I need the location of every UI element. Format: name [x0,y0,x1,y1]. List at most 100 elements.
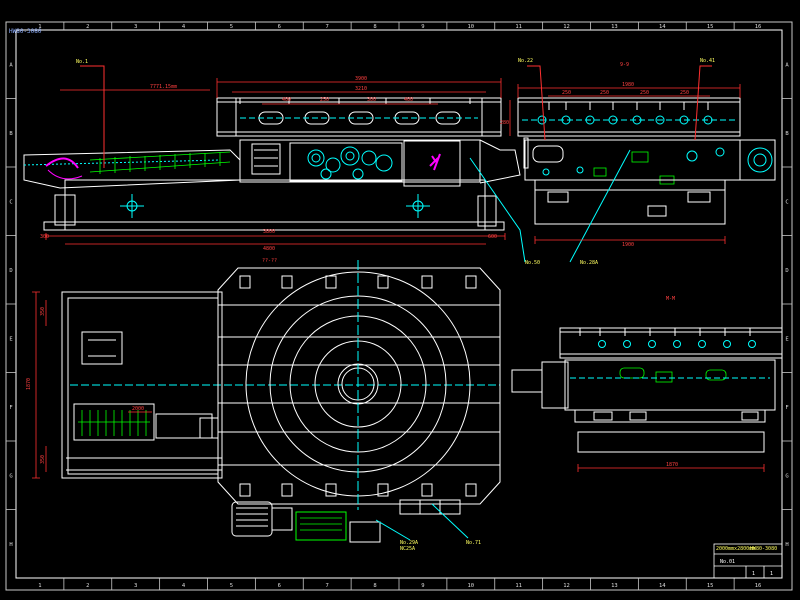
frame-column-bottom-10: 10 [468,583,475,589]
section-view [511,327,783,453]
title-model: HW80-3080 [750,546,777,552]
frame-column-bottom-3: 3 [134,583,137,589]
title-number: No.01 [720,559,735,565]
front-note-left: 7771.15mm [150,84,177,90]
top-label-motor-sub: NC25A [400,546,415,552]
front-dim-bottom-total: 4800 [263,246,275,252]
side-dim-row-4: 250 [680,90,689,96]
frame-row-right-D: D [785,268,788,274]
front-view-label: No.1 [76,59,88,65]
frame-column-top-2: 2 [86,24,89,30]
frame-row-right-B: B [785,131,789,137]
frame-row-ticks: A A B B C C D D E E F F G G H H [6,62,792,548]
frame-row-left-H: H [9,542,12,548]
frame-column-bottom-6: 6 [278,583,281,589]
top-dim-left: 1870 [26,378,32,390]
frame-column-top-3: 3 [134,24,137,30]
title-sheet: 1 [752,571,755,577]
frame-column-top-15: 15 [707,24,714,30]
frame-row-right-F: F [785,405,788,411]
frame-row-left-B: B [9,131,13,137]
side-view [517,65,776,263]
frame-column-top-16: 16 [755,24,762,30]
drawing-code-label: HW80-3080 [9,28,42,35]
frame-row-left-F: F [9,405,12,411]
side-dim-row-2: 250 [600,90,609,96]
frame-column-top-10: 10 [468,24,475,30]
section-view-title: M-M [666,296,675,302]
frame-row-left-C: C [9,199,12,205]
side-view-text: 9-9 No.22 No.41 No.50 No.28A 1980 250 25… [500,58,715,266]
front-dim-bottom-main: 3800 [263,229,275,235]
frame-column-bottom-12: 12 [563,583,570,589]
frame-column-bottom-5: 5 [230,583,233,589]
frame-column-bottom-8: 8 [373,583,376,589]
frame-row-right-E: E [785,336,788,342]
top-label-right: No.71 [466,540,481,546]
frame-column-bottom-11: 11 [515,583,522,589]
frame-row-left-A: A [9,62,13,68]
section-view-dimensions [577,464,765,472]
front-dim-row-4: 400 [404,97,413,103]
front-dim-sub: 3210 [355,86,367,92]
frame-column-top-12: 12 [563,24,570,30]
frame-column-bottom-9: 9 [421,583,424,589]
frame-row-right-A: A [785,62,789,68]
side-view-dimensions [509,84,741,244]
frame-column-top-13: 13 [611,24,618,30]
frame-row-left-D: D [9,268,12,274]
top-view-text: ??-?? 1870 350 350 2000 No.29A NC25A No.… [26,258,481,552]
frame-column-top-5: 5 [230,24,233,30]
side-dim-bottom: 1900 [622,242,634,248]
front-dim-right: 600 [488,234,497,240]
frame-column-top-9: 9 [421,24,424,30]
frame-column-bottom-13: 13 [611,583,618,589]
frame-column-top-7: 7 [326,24,329,30]
frame-column-top-11: 11 [515,24,522,30]
frame-row-right-H: H [785,542,788,548]
frame-column-top-1: 1 [38,24,41,30]
side-dim-height: 280 [500,120,509,126]
top-view-title: ??-?? [262,258,277,264]
top-label-motor: No.29A [400,540,418,546]
frame-row-left-E: E [9,336,12,342]
frame-column-bottom-1: 1 [38,583,41,589]
top-dim-a: 350 [40,307,46,316]
section-dim-bottom: 1870 [666,462,678,468]
side-dim-top: 1980 [622,82,634,88]
frame-column-bottom-16: 16 [755,583,762,589]
frame-column-bottom-14: 14 [659,583,666,589]
side-dim-row-1: 250 [562,90,571,96]
front-view-dimensions [45,78,506,245]
title-spec: 2000mmx2800mm [716,546,755,552]
frame-row-left-G: G [9,473,12,479]
front-view-dim-text: No.1 3900 3210 400 250 300 400 3800 4800… [40,59,497,252]
frame-column-bottom-7: 7 [326,583,329,589]
frame-row-right-G: G [785,473,788,479]
frame-column-top-14: 14 [659,24,666,30]
frame-column-bottom-4: 4 [182,583,186,589]
side-label-c: No.50 [525,260,540,266]
frame-column-bottom-2: 2 [86,583,89,589]
front-dim-top: 3900 [355,76,367,82]
front-dim-left: 300 [40,234,49,240]
top-dim-inner: 2000 [132,406,144,412]
side-label-b: No.41 [700,58,715,64]
frame-column-bottom-15: 15 [707,583,714,589]
frame-column-top-4: 4 [182,24,186,30]
side-view-title: 9-9 [620,62,629,68]
frame-column-top-6: 6 [278,24,281,30]
frame-column-ticks: 1122334455667788991010111112121313141415… [38,22,761,590]
title-block [713,543,783,579]
side-label-a: No.22 [518,58,533,64]
front-view [23,65,526,263]
frame-row-right-C: C [785,199,788,205]
front-dim-row-2: 250 [320,97,329,103]
section-view-text: M-M 1870 [666,296,678,468]
front-dim-row-1: 400 [282,97,291,103]
front-dim-row-3: 300 [367,97,376,103]
top-dim-b: 350 [40,455,46,464]
title-block-text: 2000mmx2800mm HW80-3080 No.01 1 1 [716,546,777,577]
frame-column-top-8: 8 [373,24,376,30]
